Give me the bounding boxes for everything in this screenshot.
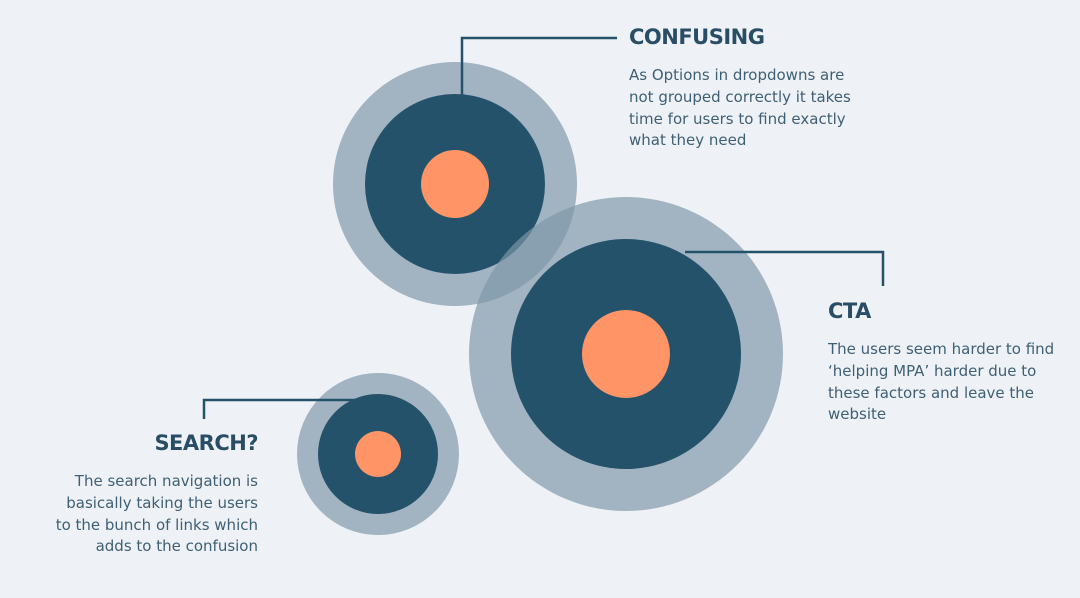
cta-title: CTA xyxy=(828,299,871,323)
confusing-target xyxy=(333,62,577,306)
callout-confusing: CONFUSING As Options in dropdowns are no… xyxy=(629,25,869,152)
callout-search: SEARCH? The search navigation is basical… xyxy=(50,431,259,558)
confusing-description: As Options in dropdowns are not grouped … xyxy=(629,66,851,150)
search-core xyxy=(355,431,401,477)
search-title: SEARCH? xyxy=(154,431,258,455)
search-target xyxy=(297,373,459,535)
search-description: The search navigation is basically takin… xyxy=(55,472,258,556)
confusing-leader-line xyxy=(460,36,617,96)
cta-leader-line xyxy=(685,250,885,286)
cta-core xyxy=(582,310,670,398)
search-leader-line xyxy=(202,398,355,419)
cta-target xyxy=(469,197,783,511)
confusing-core xyxy=(421,150,489,218)
confusing-title: CONFUSING xyxy=(629,25,765,49)
cta-description: The users seem harder to find ‘helping M… xyxy=(828,340,1055,424)
callout-cta: CTA The users seem harder to find ‘helpi… xyxy=(828,299,1058,426)
